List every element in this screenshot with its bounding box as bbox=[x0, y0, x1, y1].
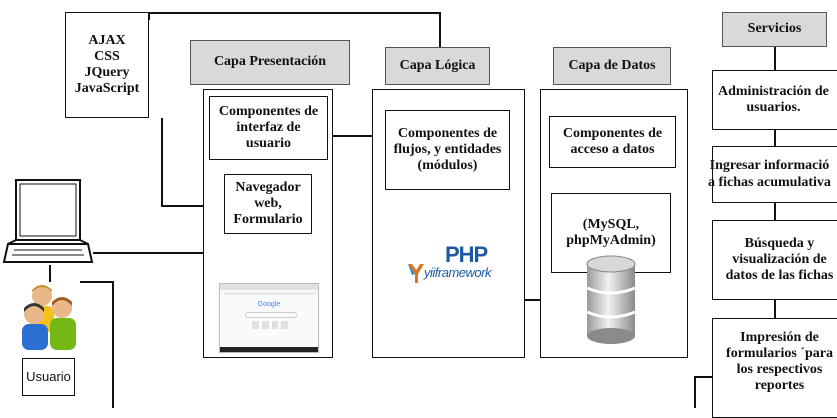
service-item-print-box bbox=[712, 318, 837, 418]
ui-components-box bbox=[209, 96, 328, 160]
browser-screenshot: Google bbox=[219, 283, 319, 353]
users-icon bbox=[22, 285, 76, 350]
data-access-box bbox=[549, 116, 676, 168]
service-item-users: Administración de usuarios. bbox=[718, 83, 829, 115]
data-access-label: Componentes de acceso a datos bbox=[562, 125, 663, 157]
data-layer-title-box bbox=[553, 47, 671, 85]
connector-user-down bbox=[80, 281, 114, 408]
tech-box bbox=[65, 12, 149, 118]
php-logo: PHP bbox=[445, 242, 488, 267]
tech-box-label: AJAX CSS JQuery JavaScript bbox=[74, 32, 140, 97]
connector-services-bottom bbox=[694, 376, 712, 408]
connector-tech-to-logic bbox=[148, 12, 441, 47]
service-item-input: Ingresar informació a fichas acumulativa bbox=[708, 158, 831, 190]
yii-framework-logo: yiiframework bbox=[424, 265, 491, 280]
service-item-input-box bbox=[712, 146, 837, 203]
presentation-layer-title: Capa Presentación bbox=[213, 54, 327, 70]
browser-label: Navegador web, Formulario bbox=[233, 179, 303, 228]
presentation-layer-title-box bbox=[190, 40, 350, 85]
browser-tabbar bbox=[220, 284, 318, 290]
database-icon bbox=[586, 255, 636, 344]
laptop-icon bbox=[2, 179, 94, 263]
logic-layer-title: Capa Lógica bbox=[399, 57, 476, 73]
db-tech-label: (MySQL, phpMyAdmin) bbox=[566, 216, 656, 248]
browser-searchbox bbox=[245, 312, 297, 318]
services-title: Servicios bbox=[747, 21, 802, 37]
browser-taskbar bbox=[220, 347, 318, 352]
user-label-box bbox=[22, 358, 75, 396]
google-logo: Google bbox=[257, 301, 281, 308]
service-item-print: Impresión de formularios ´para los respe… bbox=[726, 329, 833, 394]
browser-box bbox=[224, 174, 312, 234]
services-title-box bbox=[722, 12, 827, 47]
yii-icon bbox=[406, 262, 426, 284]
logic-layer-title-box bbox=[385, 47, 490, 85]
flows-components-label: Componentes de flujos, y entidades (módu… bbox=[393, 125, 502, 174]
ui-components-label: Componentes de interfaz de usuario bbox=[218, 103, 319, 152]
browser-urlbar bbox=[224, 292, 316, 295]
flows-components-box bbox=[385, 110, 510, 190]
data-layer-title: Capa de Datos bbox=[568, 57, 656, 73]
service-item-search: Búsqueda y visualización de datos de las… bbox=[725, 235, 834, 284]
browser-tiles bbox=[252, 321, 288, 329]
service-item-users-box bbox=[712, 70, 837, 130]
service-item-search-box bbox=[712, 220, 837, 300]
user-label: Usuario bbox=[26, 368, 71, 384]
